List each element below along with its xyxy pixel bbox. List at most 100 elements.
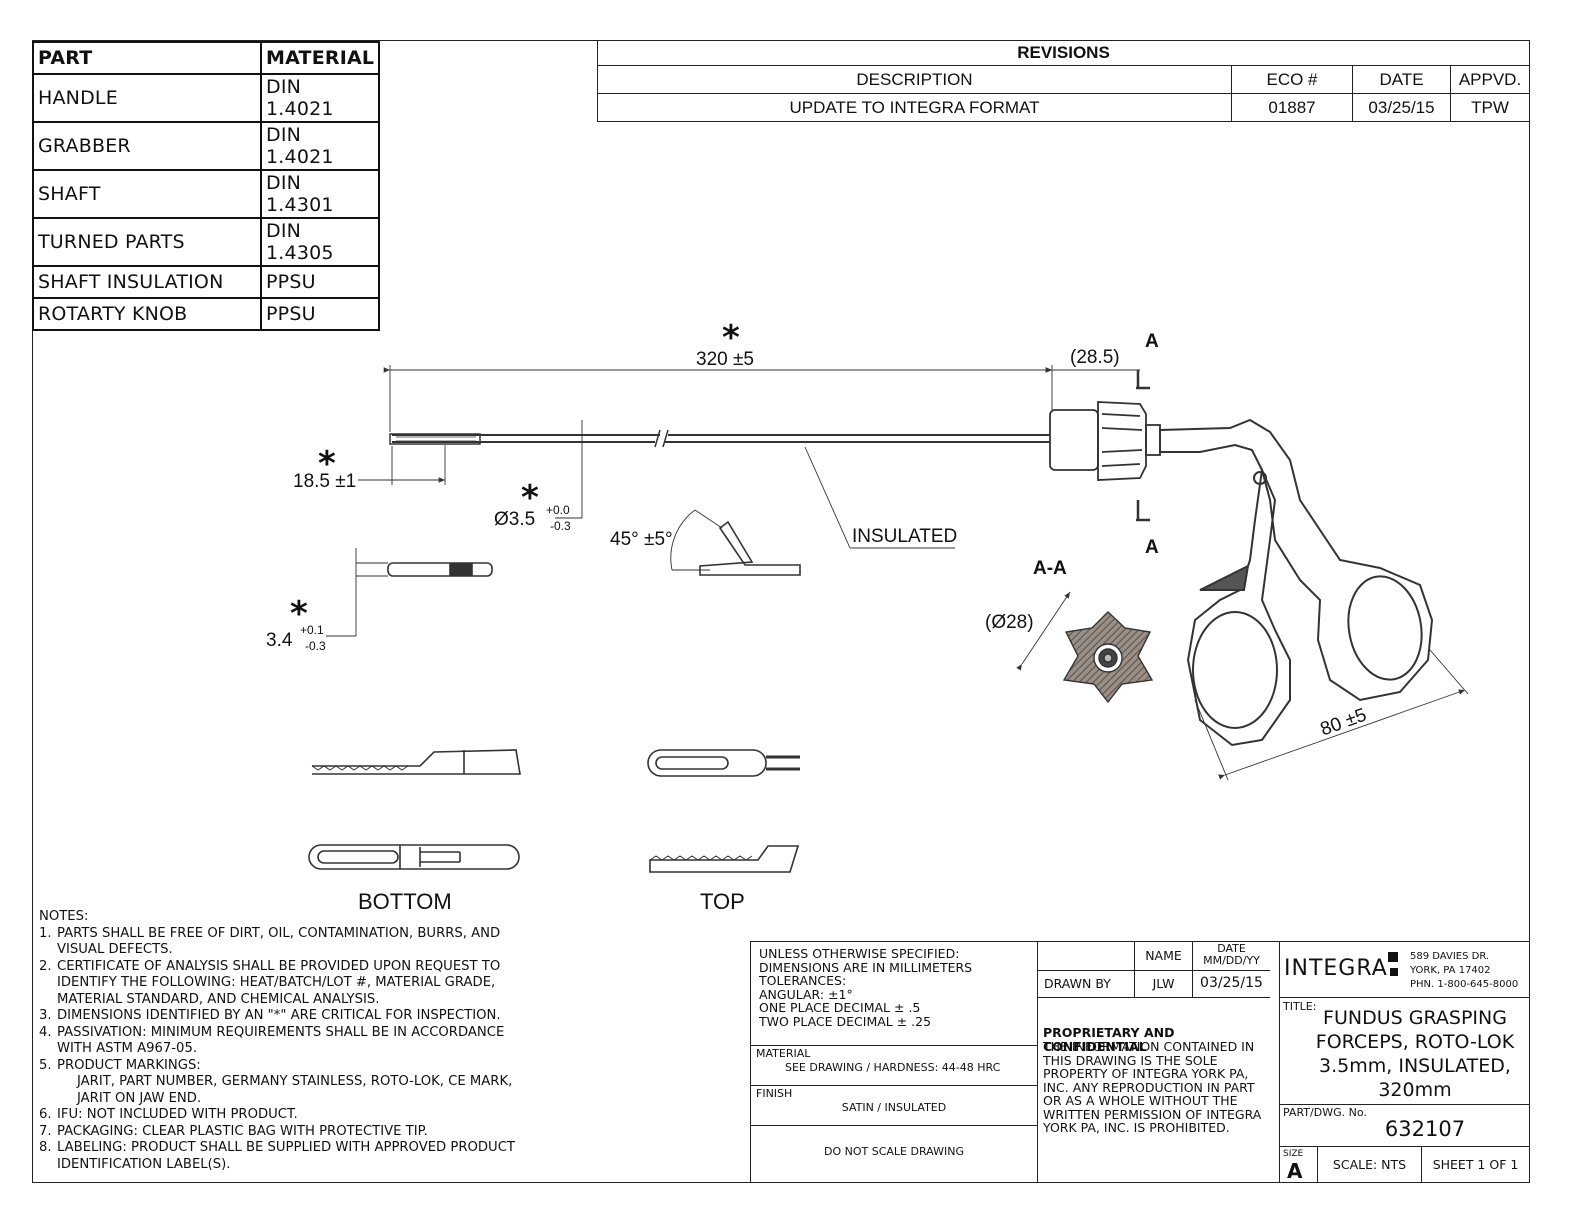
note-number: 4. <box>39 1024 52 1040</box>
jaw-side-detail <box>326 548 493 637</box>
material-header: MATERIAL <box>259 41 381 75</box>
rev-description: UPDATE TO INTEGRA FORMAT <box>597 93 1232 122</box>
view-bottom-label: BOTTOM <box>358 889 452 914</box>
drawn-by-label: DRAWN BY <box>1038 970 1134 997</box>
proprietary-title: PROPRIETARY AND CONFIDENTIAL <box>1043 1025 1175 1054</box>
finish-label: FINISH <box>756 1087 793 1100</box>
dim-thick-tol-plus: +0.1 <box>300 623 324 637</box>
address-line: YORK, PA 17402 <box>1410 965 1491 976</box>
view-top-label: TOP <box>700 889 745 914</box>
rotary-knob <box>1049 370 1161 522</box>
list-item: 4. PASSIVATION: MINIMUM REQUIREMENTS SHAL… <box>39 1025 539 1058</box>
rev-approved-header: APPVD. <box>1450 65 1530 94</box>
finish-value: SATIN / INSULATED <box>841 1101 947 1114</box>
part-cell: SHAFT <box>32 169 262 219</box>
note-text: PARTS SHALL BE FREE OF DIRT, OIL, CONTAM… <box>57 925 501 958</box>
dwg-no-cell: PART/DWG. No. 632107 <box>1279 1104 1529 1146</box>
note-subtext: JARIT, PART NUMBER, GERMANY STAINLESS, R… <box>77 1074 513 1106</box>
sheet: SHEET 1 OF 1 <box>1421 1146 1529 1182</box>
no-scale-note: DO NOT SCALE DRAWING <box>751 1125 1037 1182</box>
note-text: IFU: NOT INCLUDED WITH PRODUCT. <box>57 1107 298 1122</box>
title-label: TITLE: <box>1283 1000 1317 1013</box>
scale: SCALE: NTS <box>1317 1146 1421 1182</box>
tolerance-line: TWO PLACE DECIMAL ± .25 <box>759 1013 932 1029</box>
revisions-table: REVISIONS DESCRIPTION ECO # DATE APPVD. … <box>597 40 1530 122</box>
dim-dia-tol-minus: -0.3 <box>550 519 571 533</box>
note-text: PASSIVATION: MINIMUM REQUIREMENTS SHALL … <box>57 1024 505 1057</box>
dimension-jaw <box>358 445 446 485</box>
list-item: 7. PACKAGING: CLEAR PLASTIC BAG WITH PROT… <box>39 1124 539 1141</box>
rev-eco: 01887 <box>1231 93 1353 122</box>
title-line: FUNDUS GRASPING <box>1323 1007 1507 1029</box>
note-number: 1. <box>39 925 52 941</box>
dim-angle-label: 45° ±5° <box>610 529 673 550</box>
note-number: 7. <box>39 1123 52 1139</box>
section-a-a <box>1016 591 1154 704</box>
rev-eco-header: ECO # <box>1231 65 1353 94</box>
bottom-view <box>308 749 521 870</box>
part-cell: HANDLE <box>32 73 262 123</box>
notes-title: NOTES: <box>39 909 89 924</box>
drawing-title: FUNDUS GRASPING FORCEPS, ROTO-LOK 3.5mm,… <box>1300 1006 1530 1102</box>
dim-length-label: 320 ±5 <box>696 349 754 370</box>
note-number: 5. <box>39 1057 52 1073</box>
title-block: UNLESS OTHERWISE SPECIFIED: DIMENSIONS A… <box>750 941 1530 1183</box>
list-item: 6. IFU: NOT INCLUDED WITH PRODUCT. <box>39 1107 539 1124</box>
handle <box>1159 418 1434 747</box>
material-cell: DIN 1.4021 <box>259 121 381 171</box>
part-header: PART <box>32 41 262 75</box>
note-number: 6. <box>39 1107 52 1122</box>
note-number: 3. <box>39 1008 52 1023</box>
dim-dia-tol-plus: +0.0 <box>546 503 570 517</box>
material-cell: MATERIAL SEE DRAWING / HARDNESS: 44-48 H… <box>751 1045 1037 1085</box>
note-text: PRODUCT MARKINGS: <box>57 1057 201 1073</box>
blank-cell <box>1038 942 1134 970</box>
logo-square-icon <box>1388 952 1398 962</box>
insulated-leader <box>804 446 851 549</box>
dim-knob-dia-label: (Ø28) <box>985 612 1034 633</box>
rev-approved: TPW <box>1450 93 1530 122</box>
material-label: MATERIAL <box>756 1047 811 1060</box>
finish-cell: FINISH SATIN / INSULATED <box>751 1085 1037 1125</box>
proprietary-text: THE INFORMATION CONTAINED IN THIS DRAWIN… <box>1043 1039 1262 1135</box>
title-line: 320mm <box>1378 1079 1452 1101</box>
dwg-label: PART/DWG. No. <box>1283 1106 1367 1119</box>
jaw-open-detail <box>670 509 801 576</box>
part-cell: ROTARTY KNOB <box>32 297 262 331</box>
note-text: CERTIFICATE OF ANALYSIS SHALL BE PROVIDE… <box>57 958 501 1007</box>
dim-dia-label: Ø3.5 <box>494 509 536 530</box>
size-value: A <box>1287 1159 1303 1183</box>
part-cell: SHAFT INSULATION <box>32 265 262 299</box>
shaft <box>389 429 1050 448</box>
logo-square-icon <box>1390 968 1398 976</box>
critical-mark: * <box>318 444 336 484</box>
material-cell: DIN 1.4301 <box>259 169 381 219</box>
tolerances: UNLESS OTHERWISE SPECIFIED: DIMENSIONS A… <box>759 947 1034 1028</box>
drawn-date: 03/25/15 <box>1192 970 1270 997</box>
top-view <box>647 749 800 873</box>
section-mark-top: A <box>1145 331 1159 352</box>
part-cell: GRABBER <box>32 121 262 171</box>
address-line: PHN. 1-800-645-8000 <box>1410 979 1519 990</box>
date-header: DATE MM/DD/YY <box>1192 942 1270 970</box>
insulated-label: INSULATED <box>852 526 958 547</box>
material-value: SEE DRAWING / HARDNESS: 44-48 HRC <box>785 1061 1001 1074</box>
title-line: FORCEPS, ROTO-LOK <box>1315 1031 1515 1053</box>
company-cell: INTEGRA 589 DAVIES DR. YORK, PA 17402 PH… <box>1279 942 1529 997</box>
dwg-number: 632107 <box>1384 1117 1466 1141</box>
list-item: 8.LABELING: PRODUCT SHALL BE SUPPLIED WI… <box>39 1140 539 1173</box>
section-mark-bottom: A <box>1145 537 1159 558</box>
tolerance-line: ONE PLACE DECIMAL ± .5 <box>759 1000 921 1015</box>
material-cell: PPSU <box>259 297 381 331</box>
note-number: 8. <box>39 1140 52 1155</box>
note-text: PACKAGING: CLEAR PLASTIC BAG WITH PROTEC… <box>57 1123 428 1139</box>
critical-mark: * <box>722 318 740 358</box>
materials-header-row: PART MATERIAL <box>32 41 381 75</box>
critical-mark: * <box>521 478 539 518</box>
note-number: 2. <box>39 958 52 974</box>
